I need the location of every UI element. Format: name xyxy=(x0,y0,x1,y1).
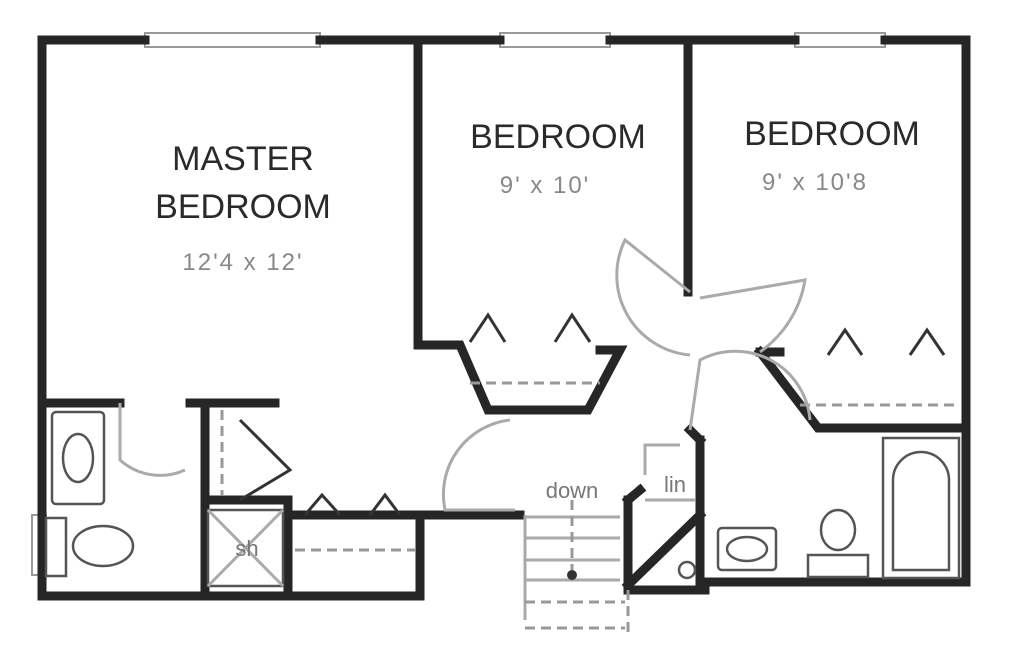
bedroom1-size: 9' x 10' xyxy=(500,172,591,199)
bedroom2-size: 9' x 10'8 xyxy=(762,169,868,196)
exterior-walls xyxy=(37,35,971,601)
bedroom1-label: BEDROOM xyxy=(470,118,646,156)
master-bedroom-size: 12'4 x 12' xyxy=(182,249,303,276)
door-swings xyxy=(118,237,812,512)
stairs-down-label: down xyxy=(546,478,599,503)
closets xyxy=(220,312,960,552)
linen-shelf xyxy=(643,443,695,502)
master-bedroom-label-line1: MASTER xyxy=(172,140,314,178)
bedroom2-label: BEDROOM xyxy=(744,115,920,153)
linen-label: lin xyxy=(664,472,686,497)
master-bath-fixtures xyxy=(44,410,285,588)
master-bedroom-label-line2: BEDROOM xyxy=(155,188,331,226)
shower-label: sh xyxy=(235,536,258,561)
hall-bath-fixtures xyxy=(677,436,961,580)
stairs xyxy=(523,500,630,635)
